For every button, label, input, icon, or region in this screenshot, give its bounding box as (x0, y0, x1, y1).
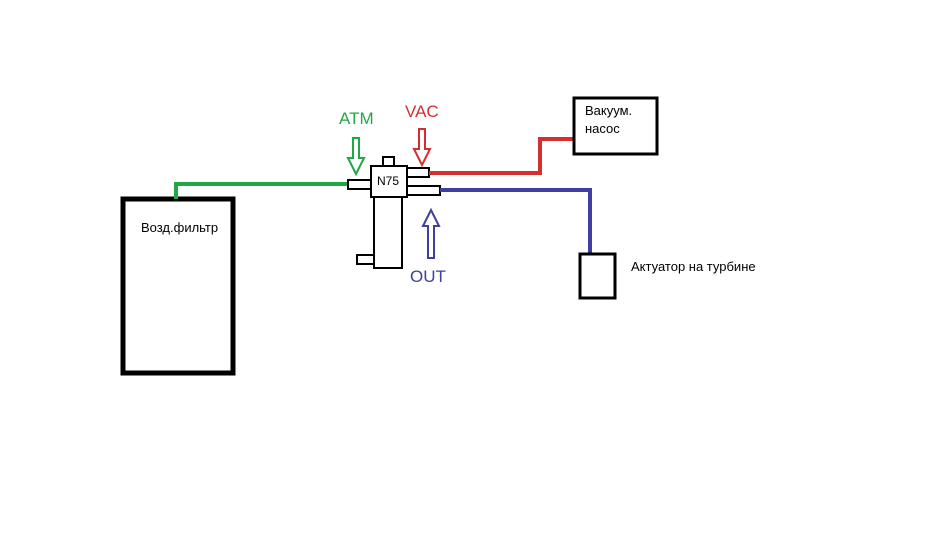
vac-label: VAC (405, 102, 439, 121)
valve-body (370, 165, 408, 198)
actuator-box (578, 252, 617, 300)
valve-atm-port (347, 179, 373, 190)
atm-arrow-icon (346, 137, 366, 177)
out-label: OUT (410, 267, 446, 286)
valve-coil (373, 195, 403, 269)
valve-label: N75 (377, 174, 399, 188)
vac-arrow-icon (412, 128, 432, 168)
vacuum-pump-label-line2: насос (585, 121, 620, 136)
actuator-label: Актуатор на турбине (631, 259, 756, 274)
air-filter-label: Возд.фильтр (141, 220, 218, 235)
atm-hose (174, 182, 348, 199)
vacuum-pump-box (572, 96, 659, 156)
vac-hose (429, 137, 574, 175)
out-arrow-icon (421, 207, 441, 259)
out-hose (440, 188, 592, 253)
valve-out-port (406, 185, 441, 196)
vacuum-pump-label-line1: Вакуум. (585, 103, 632, 118)
atm-label: ATM (339, 109, 374, 128)
valve-bottom-port (356, 254, 375, 265)
valve-vac-port (406, 167, 430, 178)
